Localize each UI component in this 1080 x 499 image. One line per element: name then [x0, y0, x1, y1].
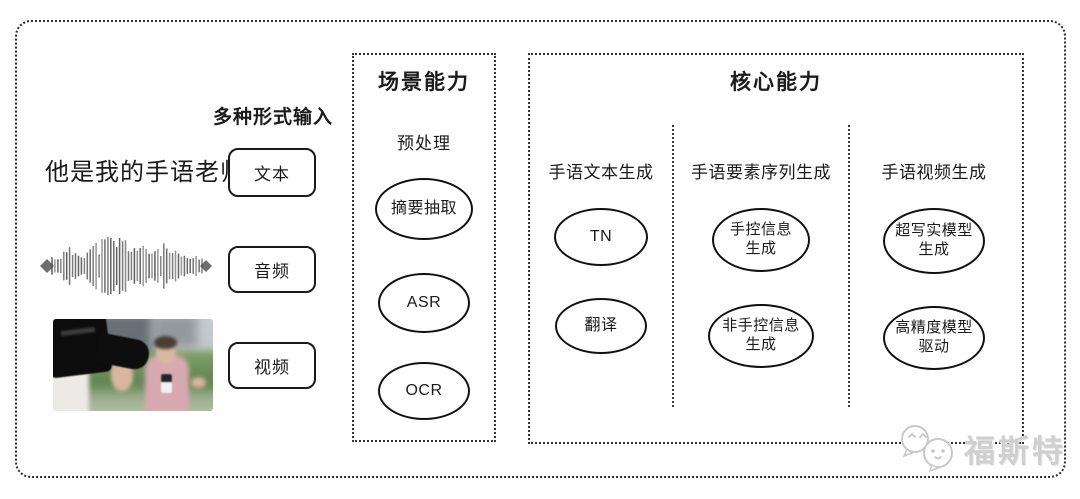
node-manual-info-generation: 手控信息 生成	[712, 208, 810, 272]
photo-microphone-flag	[161, 374, 172, 382]
node-non-manual-info-generation: 非手控信息 生成	[708, 304, 814, 368]
node-summary-extraction: 摘要抽取	[375, 178, 473, 240]
core-panel-title: 核心能力	[730, 71, 822, 94]
photo-microphone	[161, 374, 172, 393]
column-header: 手语文本生成	[548, 163, 654, 182]
photo-camera-top	[69, 319, 95, 327]
scene-capability-panel: 场景能力 预处理 摘要抽取 ASR OCR	[352, 53, 496, 442]
watermark: 福斯特	[896, 423, 1066, 473]
column-divider-2	[848, 125, 850, 407]
node-translation: 翻译	[555, 298, 647, 354]
scene-panel-title: 场景能力	[378, 71, 470, 94]
input-type-box-video: 视频	[228, 342, 316, 389]
watermark-brand-text: 福斯特	[964, 434, 1066, 469]
input-type-box-text: 文本	[228, 148, 316, 197]
input-type-box-audio: 音频	[228, 246, 316, 293]
example-sentence-text: 他是我的手语老师	[45, 159, 245, 186]
column-sign-text-generation: 手语文本生成 TN 翻译	[530, 55, 672, 442]
video-thumbnail-image	[53, 319, 213, 411]
column-divider-1	[672, 125, 674, 407]
column-sign-element-sequence-generation: 手语要素序列生成 手控信息 生成 非手控信息 生成	[674, 55, 848, 442]
column-header: 手语视频生成	[881, 163, 987, 182]
photo-reporter-hair	[154, 336, 177, 349]
column-header: 手语要素序列生成	[691, 163, 831, 182]
input-section-title: 多种形式输入	[213, 107, 334, 128]
outer-dotted-border	[15, 20, 1066, 478]
photo-reporter-hand	[191, 377, 206, 388]
core-capability-panel: 核心能力 手语文本生成 TN 翻译 手语要素序列生成 手控信息 生成 非手控信息…	[528, 53, 1024, 444]
node-ocr: OCR	[378, 362, 470, 420]
node-asr: ASR	[378, 273, 470, 333]
scene-flow: 预处理 摘要抽取 ASR OCR	[354, 129, 494, 420]
node-high-precision-model-driving: 高精度模型 驱动	[883, 306, 985, 370]
column-sign-video-generation: 手语视频生成 超写实模型 生成 高精度模型 驱动	[850, 55, 1018, 442]
audio-waveform-icon	[40, 236, 212, 296]
node-hyperrealistic-model-generation: 超写实模型 生成	[883, 208, 985, 274]
mascot-icon	[901, 425, 953, 473]
node-tn: TN	[554, 208, 648, 266]
preprocess-label: 预处理	[397, 134, 451, 153]
